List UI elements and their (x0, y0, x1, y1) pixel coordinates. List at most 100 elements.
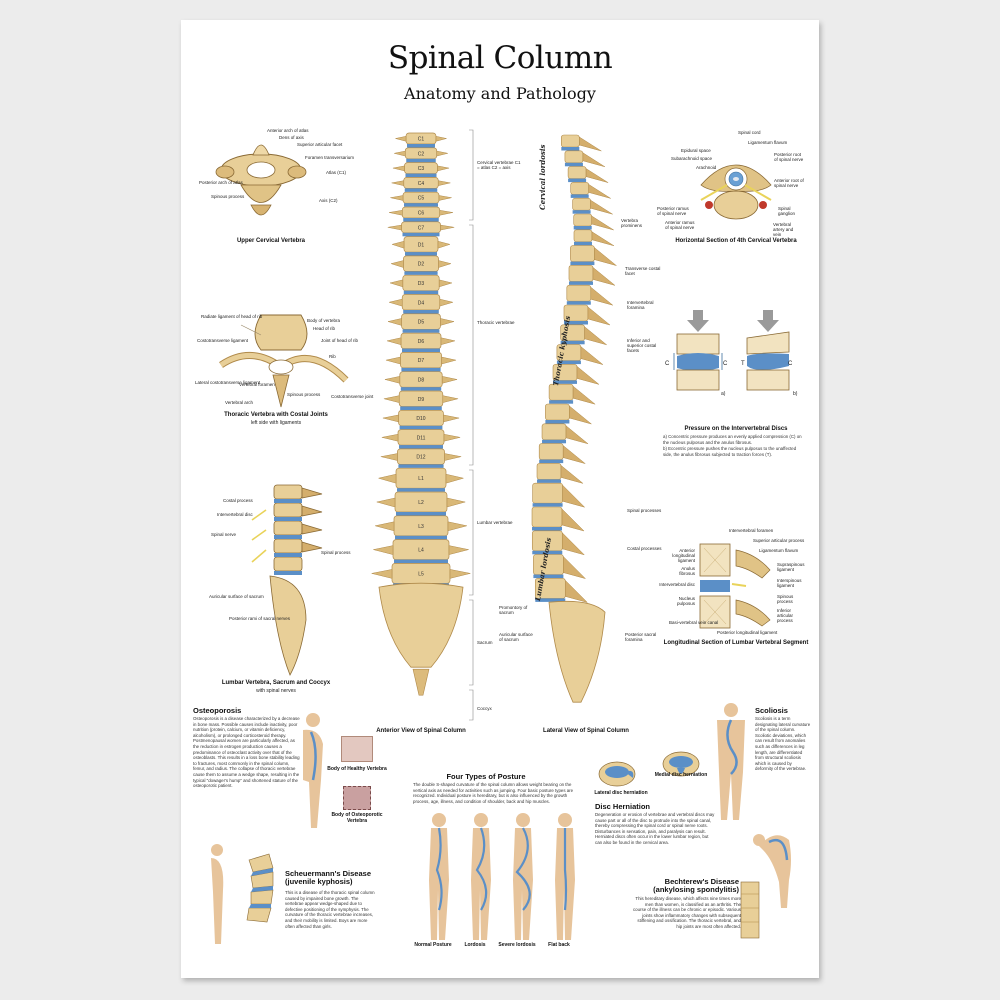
tv-label: Costotransverse joint (331, 394, 374, 399)
intervertebral-disc (407, 144, 435, 148)
lateral-vertebra (560, 324, 607, 346)
lat-label: Intervertebral foramina (627, 300, 654, 310)
anterior-spine-figure: C1C2C3C4C5C6C7D1D2D3D4D5D6D7D8D9D10D11D1… (371, 132, 471, 696)
vertebra-label: D7 (418, 358, 425, 364)
hs-label: Spinal ganglion (778, 206, 796, 216)
vertebra-label: C1 (418, 137, 425, 143)
lateral-herniation-label: Lateral disc herniation (594, 790, 648, 796)
uc-label: Atlas (C1) (326, 170, 347, 175)
intervertebral-disc (573, 226, 592, 230)
vertebra-label: L1 (418, 476, 424, 482)
posture-title: Four Types of Posture (446, 772, 526, 781)
ls-label: Posterior rami of sacral nerves (229, 616, 291, 621)
vertebra: D6 (386, 332, 456, 349)
pressure-text-b: b) Eccentric pressure pushes the nucleus… (663, 446, 797, 457)
intervertebral-disc (532, 527, 563, 531)
pressure-mark-c: C (723, 361, 728, 367)
lateral-vertebra (552, 364, 600, 385)
pressure-mark-c: C (788, 361, 793, 367)
posture-label: Lordosis (464, 942, 486, 948)
intervertebral-disc (532, 550, 563, 555)
seg-label: Posterior longitudinal ligament (717, 630, 778, 635)
pressure-mark-b: b) (793, 391, 798, 397)
vertebra-label: D3 (418, 281, 425, 287)
coccyx (412, 668, 430, 696)
intervertebral-disc (568, 178, 587, 183)
tv-label: Radiate ligament of head of rib (201, 314, 263, 319)
vertebra-label: D1 (418, 242, 425, 248)
tv-label: Rib (329, 354, 336, 359)
posture-label: Normal Posture (414, 942, 452, 948)
vertebra: D12 (380, 448, 462, 465)
hs-label: Arachnoid (696, 165, 717, 170)
vertebra: C5 (390, 191, 452, 204)
intervertebral-disc (570, 194, 589, 198)
anterior-region-label: Lumbar vertebrae (477, 520, 513, 525)
intervertebral-disc (549, 400, 574, 404)
uc-label: Axis (C2) (319, 198, 338, 203)
tv-caption: Thoracic Vertebra with Costal Joints (224, 412, 328, 418)
tv-label: Lateral costotransverse ligament (195, 380, 261, 385)
intervertebral-disc (402, 329, 440, 333)
pressure-text-a: a) Concentric pressure produces an evenl… (663, 434, 802, 445)
ls-label: Spinal nerve (211, 532, 237, 537)
seg-label: Anulus fibrosus (679, 566, 695, 576)
intervertebral-disc (400, 406, 442, 410)
lateral-vertebra (531, 506, 585, 532)
posture-figure (471, 813, 491, 940)
lat-label: Auricular surface of sacrum (499, 632, 533, 642)
upper-cervical-figure (215, 144, 307, 216)
vertebra: L4 (373, 539, 469, 560)
tv-label: Costotransverse ligament (197, 338, 249, 343)
hs-label: Spinal cord (738, 130, 761, 135)
pressure-disc-figure (673, 310, 790, 391)
intervertebral-disc (399, 445, 443, 449)
page-title: Spinal Column (387, 40, 613, 76)
intervertebral-disc (403, 290, 439, 295)
tv-label: Body of vertebra (307, 318, 341, 323)
bechterew-text: This hereditary disease, which affects n… (632, 896, 741, 929)
anterior-region-label: Sacrum (477, 640, 493, 645)
pressure-mark-c: C (665, 361, 670, 367)
seg-label: Inferior articular process (777, 608, 794, 623)
hs-label: Anterior root of spinal nerve (774, 178, 804, 188)
intervertebral-disc (398, 464, 444, 468)
osteoporosis-figure (303, 713, 323, 828)
intervertebral-disc (553, 380, 578, 384)
vertebra-label: D12 (416, 455, 425, 461)
scoliosis-figure (717, 703, 745, 820)
lat-label: Inferior and superior costal facets (627, 338, 657, 353)
vertebra-label: D2 (418, 262, 425, 268)
curve-label-cervical: Cervical lordosis (538, 144, 547, 210)
vertebra-label: C3 (418, 166, 425, 172)
posture-label: Flat back (548, 942, 570, 948)
vertebra: C7 (387, 221, 455, 234)
lateral-vertebra (573, 229, 615, 247)
intervertebral-disc (535, 598, 566, 602)
vertebra: D7 (385, 352, 457, 369)
seg-label: Interspinous ligament (777, 578, 802, 588)
vertebra-label: C7 (418, 225, 425, 231)
medial-herniation-label: Medial disc herniation (654, 772, 708, 778)
healthy-vertebra-icon (341, 736, 373, 762)
intervertebral-disc (570, 261, 595, 266)
seg-label: Intervertebral foramen (729, 528, 774, 533)
intervertebral-disc (545, 420, 570, 424)
vertebra-label: C4 (418, 181, 425, 187)
intervertebral-disc (566, 301, 591, 305)
vertebra: C2 (394, 147, 448, 160)
vertebra: D3 (389, 274, 453, 292)
seg-label: Basi-vertebral vein canal (669, 620, 719, 625)
vertebra: C3 (392, 162, 450, 174)
ls-label: Intervertebral disc (217, 512, 253, 517)
intervertebral-disc (563, 321, 588, 325)
vertebra: D4 (388, 294, 454, 311)
lumbar-segment-figure (699, 543, 771, 629)
vertebra: C1 (395, 132, 447, 145)
lateral-vertebra (572, 197, 613, 215)
osteoporosis-title: Osteoporosis (193, 706, 242, 715)
hs-label: Ligamentum flavum (748, 140, 788, 145)
seg-label: Anterior longitudinal ligament (672, 548, 695, 563)
vertebra-label: L5 (418, 571, 424, 577)
hs-label: Vertebral artery and vein (773, 222, 794, 237)
